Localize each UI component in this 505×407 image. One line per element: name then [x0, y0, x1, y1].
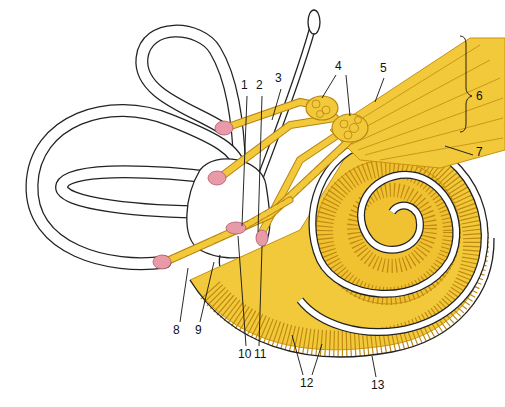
callout-number: 9 — [195, 324, 202, 337]
callout-number: 10 — [238, 348, 251, 361]
callout-number: 5 — [380, 62, 387, 75]
callout-number: 12 — [300, 377, 313, 390]
callout-number: 2 — [256, 79, 263, 92]
callout-number: 3 — [275, 72, 282, 85]
callout-number: 4 — [335, 60, 342, 73]
callout-number: 6 — [476, 90, 483, 103]
callout-number: 13 — [371, 379, 384, 392]
callout-number: 1 — [241, 79, 248, 92]
callout-number: 8 — [173, 324, 180, 337]
callout-number: 11 — [254, 348, 266, 361]
callout-number: 7 — [476, 146, 483, 159]
